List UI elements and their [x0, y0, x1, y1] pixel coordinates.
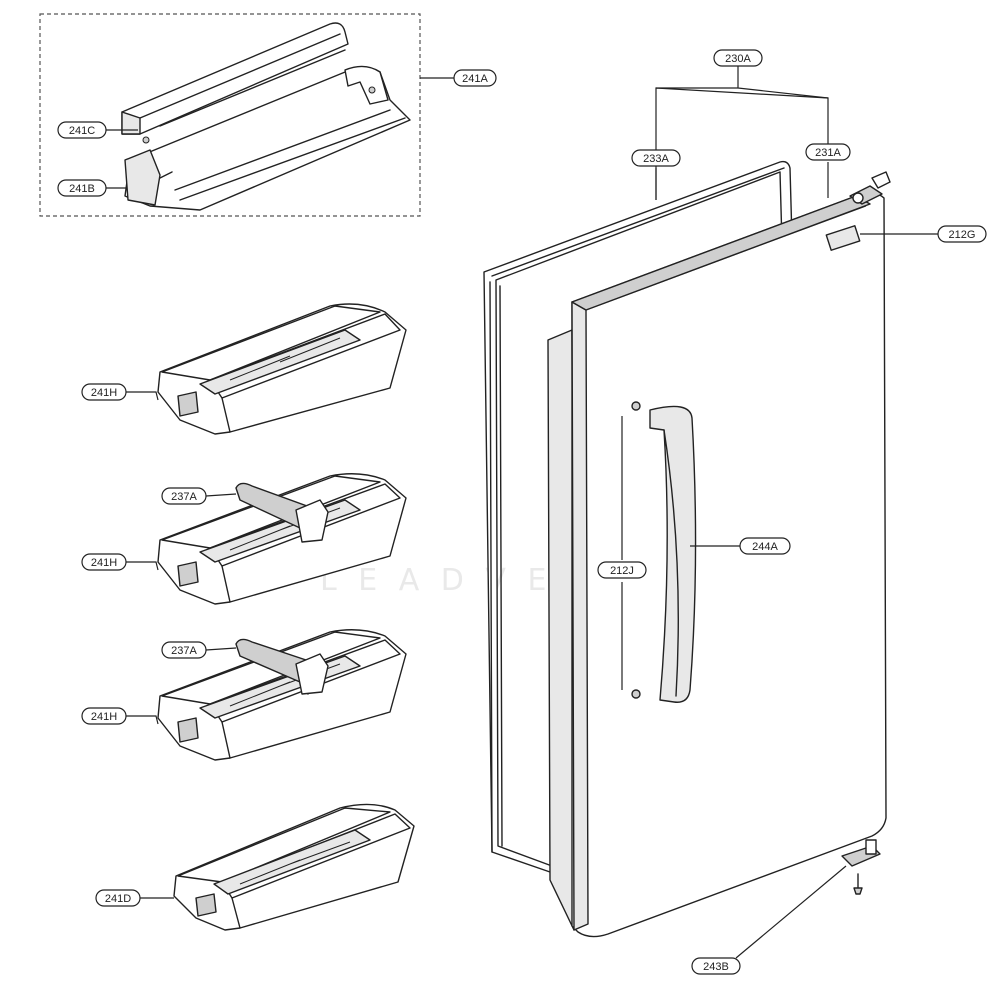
tag-212j: 212J: [597, 561, 647, 579]
svg-text:237A: 237A: [171, 645, 197, 657]
leader-241h-1: [126, 391, 159, 401]
tag-230a: 230A: [713, 49, 763, 67]
part-244a-handle: [649, 405, 697, 703]
svg-text:244A: 244A: [752, 541, 778, 553]
svg-text:241H: 241H: [91, 711, 117, 723]
tag-241a: 241A: [453, 69, 497, 87]
leader-241h-3: [126, 715, 159, 725]
part-241b-tray: [124, 65, 411, 211]
part-237a-divider-1: [235, 482, 329, 543]
door-bin-241d: [173, 803, 415, 931]
leader-237a-1: [205, 493, 237, 497]
part-241c-cover: [121, 22, 349, 144]
tag-231a: 231A: [805, 143, 851, 161]
leader-237a-2: [205, 647, 237, 651]
tag-244a: 244A: [739, 537, 791, 555]
part-243b-bottom-hinge: [841, 839, 881, 895]
svg-text:237A: 237A: [171, 491, 197, 503]
tag-212g: 212G: [937, 225, 987, 243]
tag-237a-2: 237A: [161, 641, 207, 659]
top-hinge: [849, 171, 891, 205]
svg-text:212G: 212G: [949, 229, 976, 241]
svg-text:241H: 241H: [91, 557, 117, 569]
part-212j-screw-top: [631, 401, 641, 411]
svg-text:243B: 243B: [703, 961, 729, 973]
tag-241h-2: 241H: [81, 553, 127, 571]
tag-241c: 241C: [57, 121, 107, 139]
part-212g-badge: [825, 225, 861, 251]
door-bin-241h-1: [157, 303, 407, 435]
svg-text:241D: 241D: [105, 893, 131, 905]
svg-text:230A: 230A: [725, 53, 751, 65]
leader-230a-bracket: [655, 87, 829, 200]
tag-241h-3: 241H: [81, 707, 127, 725]
tag-241b: 241B: [57, 179, 107, 197]
svg-text:231A: 231A: [815, 147, 841, 159]
tag-241h-1: 241H: [81, 383, 127, 401]
part-212j-screw-bottom: [631, 689, 641, 699]
part-233a-gasket: [483, 160, 793, 873]
part-237a-divider-2: [235, 638, 329, 695]
svg-text:241C: 241C: [69, 125, 95, 137]
svg-text:233A: 233A: [643, 153, 669, 165]
svg-text:241B: 241B: [69, 183, 95, 195]
tag-237a-1: 237A: [161, 487, 207, 505]
leader-243b: [735, 865, 847, 959]
svg-text:241H: 241H: [91, 387, 117, 399]
leader-241h-2: [126, 561, 159, 571]
tag-243b: 243B: [691, 957, 741, 975]
assembly-241a-boundary: [39, 13, 421, 217]
tag-233a: 233A: [631, 149, 681, 167]
svg-text:212J: 212J: [610, 565, 634, 577]
part-231a-door: [547, 192, 887, 938]
tag-241d: 241D: [95, 889, 141, 907]
svg-text:241A: 241A: [462, 73, 488, 85]
